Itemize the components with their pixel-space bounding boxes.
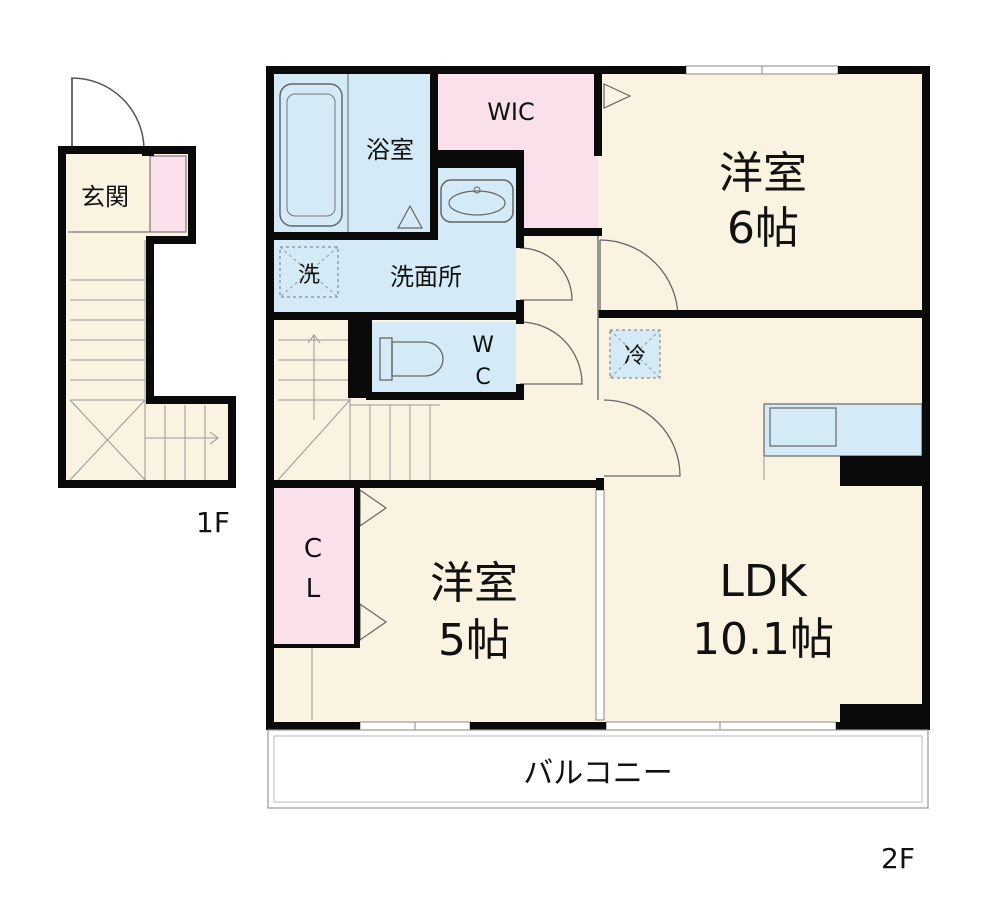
first-floor: 玄関 1F bbox=[58, 77, 236, 539]
floor-label-2f: 2F bbox=[881, 842, 915, 875]
western5-name: 洋室 bbox=[430, 558, 518, 609]
ldk-size: 10.1帖 bbox=[692, 614, 834, 665]
closet-label-bottom: L bbox=[306, 574, 321, 604]
bath-floor bbox=[274, 74, 434, 236]
ldk-name: LDK bbox=[719, 556, 807, 607]
wic-floor bbox=[438, 74, 598, 154]
wc-label-top: W bbox=[472, 333, 494, 358]
balcony bbox=[267, 729, 929, 809]
bathtub bbox=[279, 83, 343, 227]
western6-size: 6帖 bbox=[727, 203, 799, 254]
second-floor: 浴室 WIC 洗面所 洗 W C 冷 洋室 6帖 洋室 5帖 C L LDK 1… bbox=[266, 65, 930, 875]
toilet-bowl bbox=[391, 341, 444, 377]
door-swings bbox=[519, 239, 681, 477]
wic-label: WIC bbox=[487, 98, 535, 126]
western6-name: 洋室 bbox=[719, 148, 807, 199]
stairs-1f bbox=[69, 240, 219, 481]
shoe-cabinet bbox=[149, 155, 187, 233]
fridge-space bbox=[609, 329, 661, 379]
western5-size: 5帖 bbox=[438, 615, 510, 666]
entrance-door-swing bbox=[71, 77, 145, 151]
washroom-label: 洗面所 bbox=[390, 263, 462, 291]
floor-label-1f: 1F bbox=[196, 506, 230, 539]
walls-2f bbox=[266, 66, 930, 730]
bath-drain bbox=[396, 204, 424, 229]
kitchen-counter bbox=[763, 403, 923, 457]
balcony-label: バルコニー bbox=[523, 756, 672, 791]
bath-label: 浴室 bbox=[366, 136, 414, 164]
entrance-label: 玄関 bbox=[81, 183, 129, 211]
kitchen-sink bbox=[769, 407, 837, 447]
closet-floor bbox=[274, 488, 354, 644]
wc-label-bottom: C bbox=[475, 365, 490, 390]
closet-label-top: C bbox=[304, 534, 322, 564]
entrance-floor bbox=[68, 156, 150, 232]
fridge-label: 冷 bbox=[624, 344, 646, 369]
wc-floor bbox=[372, 322, 516, 394]
washbasin bbox=[440, 179, 514, 223]
washer-label: 洗 bbox=[298, 263, 320, 288]
first-floor-walls bbox=[58, 146, 236, 488]
